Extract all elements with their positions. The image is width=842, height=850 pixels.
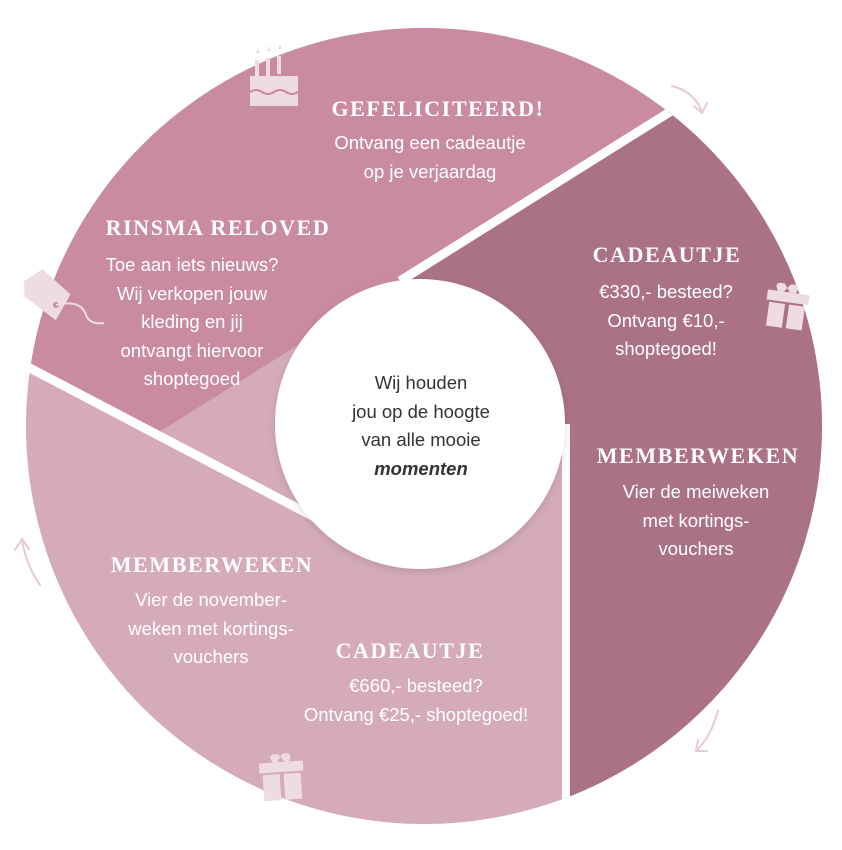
text-line: shoptegoed	[143, 368, 241, 389]
price-tag-icon	[24, 269, 105, 325]
arrow-icon	[671, 85, 708, 115]
text-line: Ontvang een cadeautje	[334, 132, 526, 153]
divider	[397, 89, 703, 285]
gift-330-title: CADEAUTJE	[592, 242, 742, 267]
text-line: vouchers	[658, 538, 734, 559]
text-line: van alle mooie	[361, 429, 481, 450]
member-nov-description: Vier de november- weken met kortings- vo…	[128, 586, 294, 672]
text-line: op je verjaardag	[363, 160, 497, 182]
text-line: Toe aan iets nieuws?	[105, 254, 279, 275]
text-line: Ontvang €25,- shoptegoed!	[303, 703, 529, 725]
text-line: €330,- besteed?	[599, 281, 733, 302]
gift-660-description: €660,- besteed? Ontvang €25,- shoptegoed…	[304, 672, 528, 729]
text-line: vouchers	[173, 646, 249, 667]
member-may-title: MEMBERWEKEN	[596, 443, 800, 468]
member-may-description: Vier de meiweken met kortings- vouchers	[623, 478, 770, 564]
gift-icon	[258, 753, 304, 802]
text-line: shoptegoed!	[615, 338, 717, 359]
reloved-description: Toe aan iets nieuws? Wij verkopen jouw k…	[106, 251, 279, 394]
text-line: €660,- besteed?	[349, 675, 483, 696]
member-nov-title: MEMBERWEKEN	[110, 552, 314, 577]
text-line: jou op de hoogte	[352, 400, 490, 422]
text-line: ontvangt hiervoor	[120, 339, 264, 361]
birthday-title: GEFELICITEERD!	[331, 96, 545, 121]
text-line: Vier de meiweken	[622, 481, 770, 502]
text-line: kleding en jij	[141, 311, 243, 332]
center-text: Wij houden jou op de hoogte van alle moo…	[352, 369, 490, 483]
arrow-icon	[14, 537, 41, 586]
text-line: Vier de november-	[135, 589, 287, 610]
arrow-icon	[694, 709, 719, 752]
text-line: Wij houden	[374, 372, 468, 393]
text-line: Wij verkopen jouw	[116, 282, 268, 304]
gift-660-title: CADEAUTJE	[335, 638, 485, 663]
text-line: met kortings-	[642, 509, 750, 531]
gift-icon	[765, 282, 810, 331]
text-line: Ontvang €10,-	[607, 309, 725, 331]
segment-top	[26, 28, 822, 434]
birthday-description: Ontvang een cadeautje op je verjaardag	[334, 129, 525, 186]
center-emphasis: momenten	[374, 457, 468, 479]
birthday-cake-icon	[249, 44, 299, 106]
text-line: weken met kortings-	[128, 617, 294, 639]
center-hole	[275, 279, 565, 569]
gift-330-description: €330,- besteed? Ontvang €10,- shoptegoed…	[599, 278, 733, 364]
divider	[26, 351, 323, 524]
reloved-title: RINSMA RELOVED	[105, 215, 331, 240]
